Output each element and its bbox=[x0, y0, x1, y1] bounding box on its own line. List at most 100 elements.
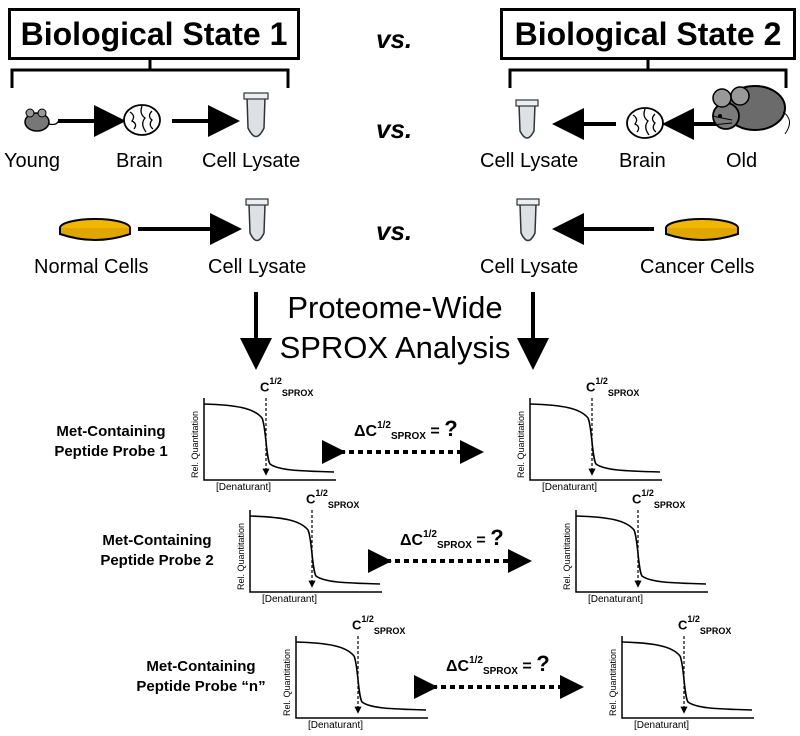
probe-n-label: Met-Containing Peptide Probe “n” bbox=[116, 657, 286, 697]
sprox-curve-panel: Rel. Quantitation [Denaturant] C1/2SPROX bbox=[512, 376, 662, 493]
denaturation-curve bbox=[203, 403, 335, 473]
c-half-sup: 1/2 bbox=[361, 614, 374, 624]
state1-box: Biological State 1 bbox=[8, 8, 300, 60]
delta-prefix: ΔC bbox=[354, 423, 378, 440]
c-half-sub: SPROX bbox=[281, 387, 314, 398]
analysis-line1: Proteome-Wide bbox=[287, 290, 503, 325]
c-half-sprox-label: C1/2SPROX bbox=[352, 614, 406, 636]
c-half-sup: 1/2 bbox=[595, 376, 608, 386]
delta-eq: = bbox=[517, 658, 537, 675]
y-axis-label: Rel. Quantitation bbox=[236, 522, 246, 590]
sprox-curve-panel: Rel. Quantitation[Denaturant]C1/2SPROX bbox=[186, 376, 336, 493]
brain-icon-right bbox=[626, 107, 664, 139]
probe-1-line1: Met-Containing bbox=[56, 423, 166, 440]
x-axis-label: [Denaturant] bbox=[588, 594, 644, 605]
label-brain-right: Brain bbox=[619, 150, 666, 172]
label-lysate-right2: Cell Lysate bbox=[480, 256, 579, 278]
probe-1-label: Met-Containing Peptide Probe 1 bbox=[26, 422, 196, 462]
x-axis-label: [Denaturant] bbox=[308, 720, 364, 731]
denaturation-curve bbox=[295, 641, 427, 711]
c-half-main: C bbox=[678, 617, 688, 633]
c-half-sup: 1/2 bbox=[687, 614, 700, 624]
c-half-sub: SPROX bbox=[373, 625, 406, 636]
tube-icon-left2 bbox=[245, 198, 269, 242]
c-half-sub: SPROX bbox=[653, 499, 686, 510]
delta-sub: SPROX bbox=[390, 431, 426, 442]
c-half-main: C bbox=[586, 379, 596, 395]
plot-axes bbox=[295, 636, 428, 719]
delta-q: ? bbox=[536, 651, 550, 676]
tube-icon-right1 bbox=[515, 99, 539, 139]
delta-prefix: ΔC bbox=[446, 658, 470, 675]
probe-n-line1: Met-Containing bbox=[146, 658, 256, 675]
c-half-sup: 1/2 bbox=[641, 488, 654, 498]
state2-box: Biological State 2 bbox=[500, 8, 796, 60]
c-half-main: C bbox=[306, 491, 316, 507]
c-half-sup: 1/2 bbox=[315, 488, 328, 498]
probe-2-label: Met-Containing Peptide Probe 2 bbox=[72, 531, 242, 571]
x-axis-label: [Denaturant] bbox=[634, 720, 690, 731]
y-axis-label: Rel. Quantitation bbox=[608, 648, 618, 716]
sprox-curve-plot bbox=[575, 510, 708, 593]
delta-eq: = bbox=[425, 423, 445, 440]
label-cancer-cells: Cancer Cells bbox=[640, 256, 755, 278]
y-axis-label: Rel. Quantitation bbox=[562, 522, 572, 590]
c-half-main: C bbox=[352, 617, 362, 633]
c-half-sub: SPROX bbox=[607, 387, 640, 398]
c-half-sprox-label: C1/2SPROX bbox=[632, 488, 686, 510]
plot-axes bbox=[249, 510, 382, 593]
c-half-sprox-label: C1/2SPROX bbox=[586, 376, 640, 398]
x-axis-label: [Denaturant] bbox=[542, 482, 598, 493]
c-half-main: C bbox=[632, 491, 642, 507]
x-axis-label: [Denaturant] bbox=[262, 594, 318, 605]
denaturation-curve bbox=[575, 515, 707, 585]
label-brain-left: Brain bbox=[116, 150, 163, 172]
mouse-old-icon bbox=[711, 85, 790, 135]
c-half-sprox-label: C1/2SPROX bbox=[306, 488, 359, 510]
tube-icon-right2 bbox=[516, 198, 540, 242]
sprox-curve-panel: Rel. Quantitation [Denaturant] C1/2SPROX bbox=[604, 614, 754, 731]
c-half-sup: 1/2 bbox=[269, 376, 282, 386]
delta-sub: SPROX bbox=[482, 666, 518, 677]
denaturation-curve bbox=[529, 403, 661, 473]
probe-n-line2: Peptide Probe “n” bbox=[136, 678, 266, 695]
delta-sup: 1/2 bbox=[377, 420, 391, 431]
label-lysate-left1: Cell Lysate bbox=[202, 150, 301, 172]
sprox-curve-plot bbox=[249, 510, 382, 593]
vs-header: vs. bbox=[376, 24, 413, 54]
label-young: Young bbox=[4, 150, 60, 172]
brain-icon-left bbox=[123, 104, 161, 136]
label-old: Old bbox=[726, 150, 758, 172]
bracket-right bbox=[508, 58, 788, 88]
delta-eq: = bbox=[471, 532, 491, 549]
bracket-left bbox=[10, 58, 290, 88]
sprox-curve-panel: Rel. Quantitation [Denaturant] C1/2SPROX bbox=[232, 488, 382, 605]
mouse-young-icon bbox=[24, 108, 60, 132]
c-half-sprox-label: C1/2SPROX bbox=[260, 376, 314, 398]
x-axis-label: [Denaturant] bbox=[216, 482, 272, 493]
label-lysate-right1: Cell Lysate bbox=[480, 150, 579, 172]
delta-label-1: ΔC1/2SPROX = ? bbox=[354, 416, 458, 442]
dish-icon-right bbox=[665, 218, 739, 241]
plot-axes bbox=[203, 398, 336, 481]
denaturation-curve bbox=[249, 515, 381, 585]
vs-row1: vs. bbox=[376, 114, 413, 144]
probe-1-line2: Peptide Probe 1 bbox=[54, 443, 168, 460]
delta-q: ? bbox=[444, 416, 458, 441]
delta-prefix: ΔC bbox=[400, 532, 424, 549]
delta-label-2: ΔC1/2SPROX = ? bbox=[400, 525, 504, 551]
sprox-curve-plot bbox=[295, 636, 428, 719]
y-axis-label: Rel. Quantitation bbox=[516, 410, 526, 478]
sprox-curve-panel: Rel. Quantitation [Denaturant] C1/2SPROX bbox=[558, 488, 708, 605]
y-axis-label: Rel. Quantitation bbox=[282, 648, 292, 716]
c-half-sprox-label: C1/2SPROX bbox=[678, 614, 732, 636]
label-lysate-left2: Cell Lysate bbox=[208, 256, 307, 278]
c-half-sub: SPROX bbox=[699, 625, 732, 636]
probe-2-line2: Peptide Probe 2 bbox=[100, 552, 214, 569]
vs-row2: vs. bbox=[376, 216, 413, 246]
plot-axes bbox=[575, 510, 708, 593]
plot-axes bbox=[529, 398, 662, 481]
dish-icon-left bbox=[59, 218, 131, 241]
plot-axes bbox=[621, 636, 754, 719]
